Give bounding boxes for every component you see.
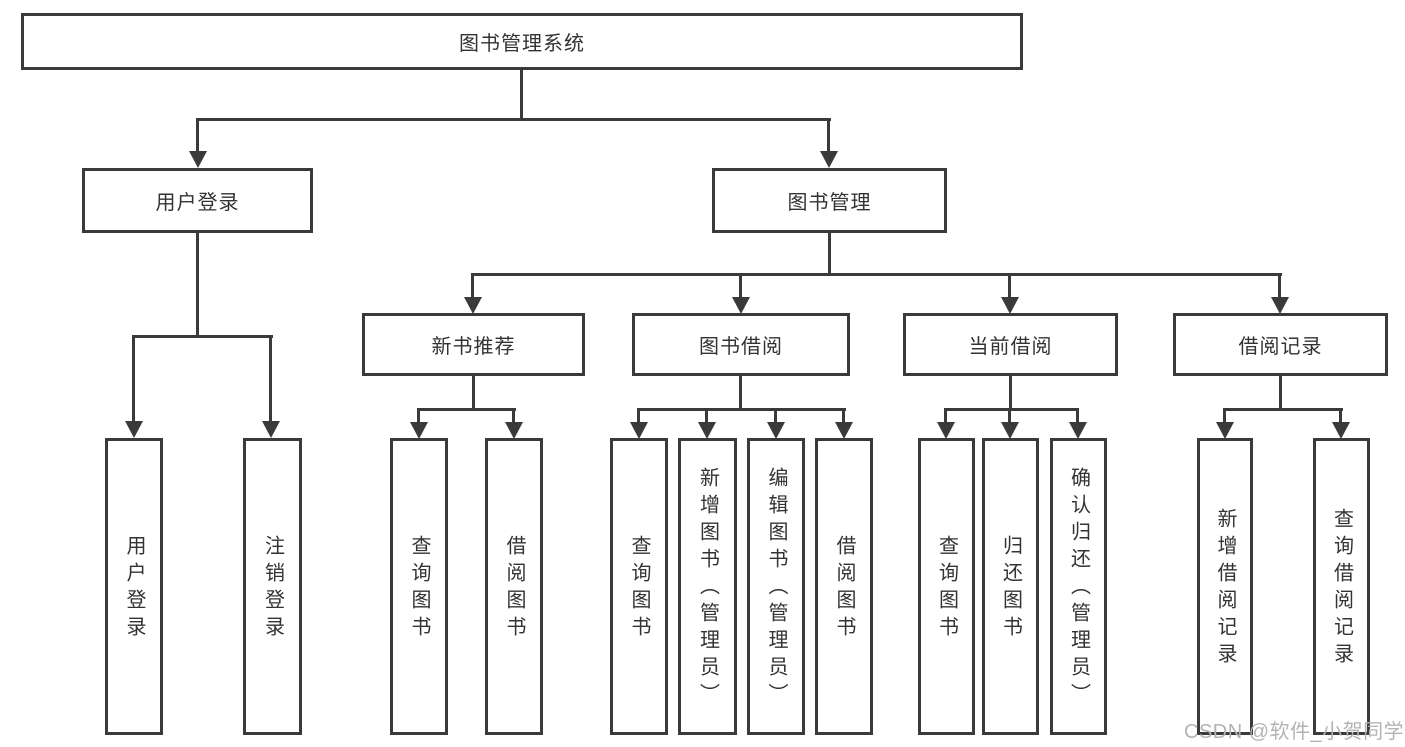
arrow-down-icon bbox=[1271, 273, 1289, 314]
leaf-query-books-borrowing: 查询图书 bbox=[610, 438, 668, 735]
arrow-down-icon bbox=[189, 118, 207, 168]
connector-root-stem bbox=[520, 69, 523, 118]
arrow-down-icon bbox=[767, 408, 785, 439]
connector-borrowing-records-bar bbox=[1224, 408, 1343, 411]
leaf-query-books-current: 查询图书 bbox=[918, 438, 975, 735]
connector-level3-bar bbox=[472, 273, 1282, 276]
connector-current-borrowing-stem bbox=[1009, 375, 1012, 408]
arrow-down-icon bbox=[125, 335, 143, 438]
arrow-down-icon bbox=[630, 408, 648, 439]
leaf-confirm-return-admin: 确认归还（管理员） bbox=[1050, 438, 1107, 735]
connector-user-login-bar bbox=[133, 335, 273, 338]
connector-new-book-bar bbox=[418, 408, 516, 411]
arrow-down-icon bbox=[410, 408, 428, 439]
connector-user-login-stem bbox=[196, 232, 199, 335]
arrow-down-icon bbox=[937, 408, 955, 439]
arrow-down-icon bbox=[1332, 408, 1350, 439]
arrow-down-icon bbox=[835, 408, 853, 439]
node-new-book-recommendation: 新书推荐 bbox=[362, 313, 585, 376]
leaf-query-books-recommend: 查询图书 bbox=[390, 438, 448, 735]
leaf-return-books: 归还图书 bbox=[982, 438, 1039, 735]
arrow-down-icon bbox=[698, 408, 716, 439]
leaf-borrow-books: 借阅图书 bbox=[815, 438, 873, 735]
arrow-down-icon bbox=[505, 408, 523, 439]
leaf-add-books-admin: 新增图书（管理员） bbox=[678, 438, 737, 735]
connector-book-borrowing-bar bbox=[638, 408, 846, 411]
leaf-logout: 注销登录 bbox=[243, 438, 302, 735]
connector-new-book-stem bbox=[472, 375, 475, 408]
leaf-user-login: 用户登录 bbox=[105, 438, 163, 735]
leaf-add-borrow-record: 新增借阅记录 bbox=[1197, 438, 1253, 735]
arrow-down-icon bbox=[262, 335, 280, 438]
leaf-edit-books-admin: 编辑图书（管理员） bbox=[747, 438, 805, 735]
node-borrowing-records: 借阅记录 bbox=[1173, 313, 1388, 376]
node-book-management: 图书管理 bbox=[712, 168, 947, 233]
connector-book-borrowing-stem bbox=[739, 375, 742, 408]
leaf-borrow-books-recommend: 借阅图书 bbox=[485, 438, 543, 735]
arrow-down-icon bbox=[820, 118, 838, 168]
arrow-down-icon bbox=[464, 273, 482, 314]
connector-borrowing-records-stem bbox=[1279, 375, 1282, 408]
watermark: CSDN @软件_小贺同学 bbox=[1184, 721, 1405, 743]
connector-current-borrowing-bar bbox=[945, 408, 1079, 411]
arrow-down-icon bbox=[1001, 273, 1019, 314]
arrow-down-icon bbox=[732, 273, 750, 314]
node-library-management-system: 图书管理系统 bbox=[21, 13, 1023, 70]
arrow-down-icon bbox=[1001, 408, 1019, 439]
node-book-borrowing: 图书借阅 bbox=[632, 313, 850, 376]
arrow-down-icon bbox=[1069, 408, 1087, 439]
node-current-borrowing: 当前借阅 bbox=[903, 313, 1118, 376]
node-user-login: 用户登录 bbox=[82, 168, 313, 233]
leaf-query-borrow-record: 查询借阅记录 bbox=[1313, 438, 1370, 735]
connector-level2-bar bbox=[197, 118, 831, 121]
arrow-down-icon bbox=[1216, 408, 1234, 439]
connector-book-management-stem bbox=[828, 232, 831, 273]
